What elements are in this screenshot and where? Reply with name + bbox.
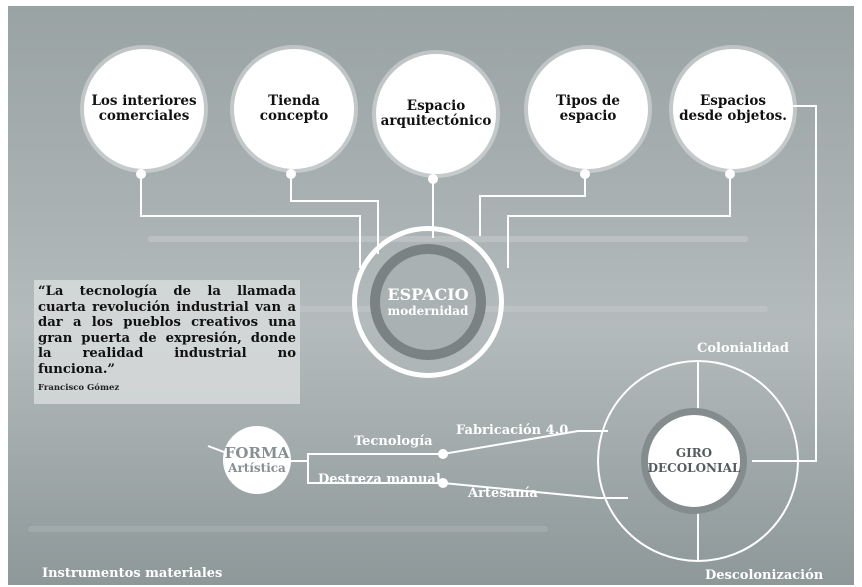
label-artesania: Artesanía xyxy=(468,486,538,501)
quote-author: Francisco Gómez xyxy=(38,383,120,393)
giro-line2: DECOLONIAL xyxy=(647,461,741,475)
diagram-canvas: Los interiores comerciales Tienda concep… xyxy=(8,6,854,585)
center-title: ESPACIO xyxy=(387,285,469,304)
concept-bubble-tienda-concepto: Tienda concepto xyxy=(234,49,354,169)
center-node: ESPACIO modernidad xyxy=(370,244,486,360)
concept-bubble-interiores-comerciales: Los interiores comerciales xyxy=(84,49,204,169)
label-destreza-manual: Destreza manual xyxy=(318,472,441,487)
background-streak xyxy=(28,526,548,532)
giro-line1: GIRO xyxy=(675,446,713,460)
concept-bubble-espacio-arquitectonico: Espacio arquitectónico xyxy=(376,54,496,174)
center-outer-ring xyxy=(352,226,504,378)
bubble-label: Tienda concepto xyxy=(259,93,329,124)
connector-dot xyxy=(286,169,296,179)
connector-line xyxy=(140,171,361,268)
connector-dot xyxy=(438,449,448,459)
label-colonialidad: Colonialidad xyxy=(697,341,789,356)
giro-decolonial-node: GIRO DECOLONIAL xyxy=(641,408,747,514)
label-descolonizacion: Descolonización xyxy=(705,568,824,583)
bubble-label: Espacios desde objetos. xyxy=(679,93,787,124)
connector-line xyxy=(752,105,817,462)
label-fabricacion: Fabricación 4.0 xyxy=(456,423,569,438)
forma-line2: Artística xyxy=(228,461,286,475)
connector-dot xyxy=(725,169,735,179)
label-tecnologia: Tecnología xyxy=(354,434,433,449)
connector-lines xyxy=(136,105,817,562)
connector-line xyxy=(479,171,586,236)
label-instrumentos-materiales: Instrumentos materiales xyxy=(42,566,223,581)
bubble-label: Tipos de espacio xyxy=(556,93,620,124)
forma-line1: FORMA xyxy=(224,444,290,462)
connector-dot xyxy=(580,169,590,179)
quote-box: “La tecnología de la llamada cuarta revo… xyxy=(34,280,300,404)
concept-bubble-tipos-de-espacio: Tipos de espacio xyxy=(528,49,648,169)
concept-bubble-espacios-desde-objetos: Espacios desde objetos. xyxy=(673,49,793,169)
bubble-label: Espacio arquitectónico xyxy=(380,98,492,129)
connector-line xyxy=(507,171,731,268)
connector-dot xyxy=(438,478,448,488)
connector-line xyxy=(290,171,379,254)
connector-dot xyxy=(136,169,146,179)
connector-dot xyxy=(428,174,438,184)
center-subtitle: modernidad xyxy=(387,304,469,318)
bubble-label: Los interiores comerciales xyxy=(91,93,197,124)
forma-artistica-node: FORMA Artística xyxy=(223,426,291,494)
quote-text: “La tecnología de la llamada cuarta revo… xyxy=(38,284,296,377)
